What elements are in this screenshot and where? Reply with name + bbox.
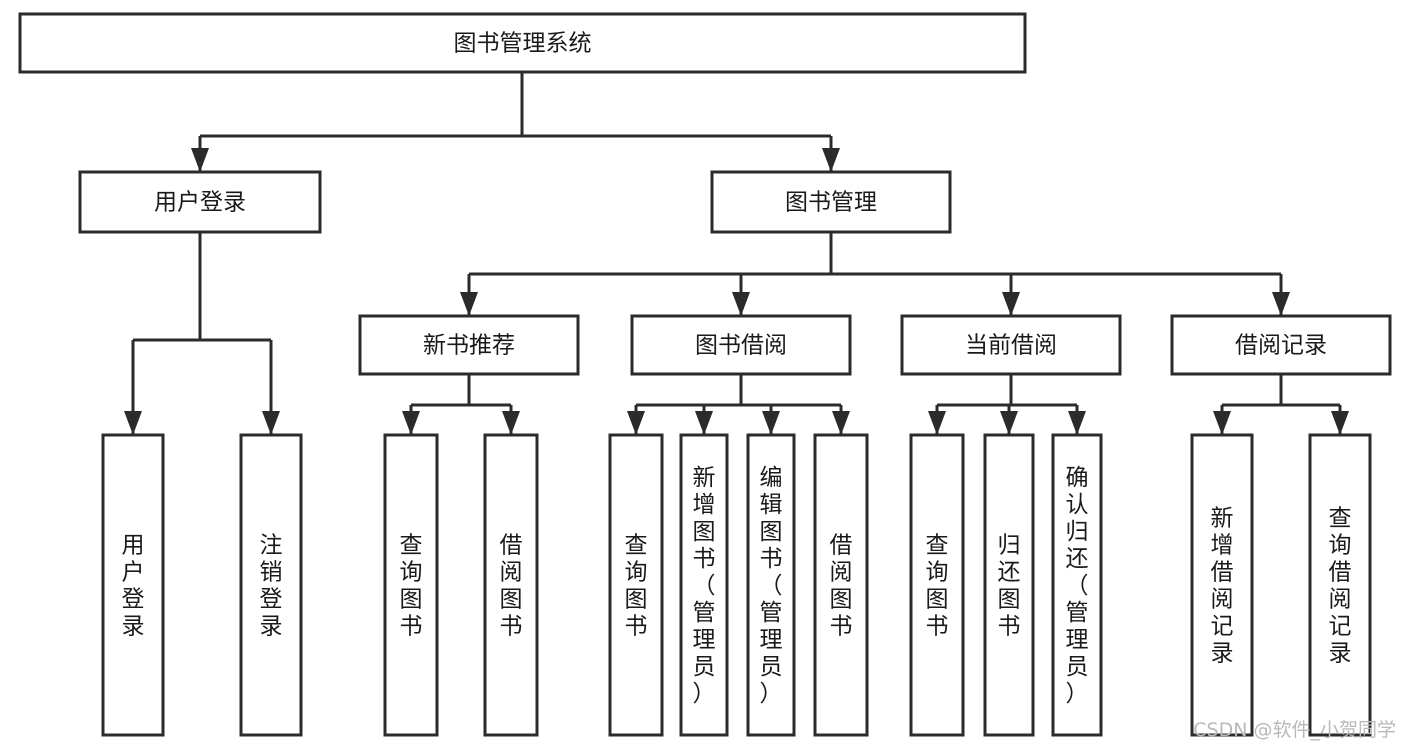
node-box-leaf-confirm-return[interactable]: [1051, 433, 1103, 737]
node-label-leaf-add-book: 新增图书（管理员）: [693, 465, 716, 707]
node-leaf-edit-book[interactable]: 编辑图书（管理员）: [746, 433, 796, 737]
connector-group-new-book-rec: [402, 374, 520, 435]
node-leaf-add-book[interactable]: 新增图书（管理员）: [679, 433, 729, 737]
node-box-root[interactable]: [18, 12, 1027, 74]
connector-group-root: [191, 72, 840, 172]
arrow-head-icon: [191, 148, 209, 172]
arrow-head-icon: [1068, 411, 1086, 435]
arrow-head-icon: [1002, 292, 1020, 316]
node-box-leaf-user-login[interactable]: [101, 433, 165, 737]
node-box-leaf-query-book-borrow[interactable]: [608, 433, 664, 737]
node-leaf-query-book-borrow[interactable]: 查询图书: [608, 433, 664, 737]
node-box-leaf-add-book[interactable]: [679, 433, 729, 737]
node-book-borrow[interactable]: 图书借阅: [630, 314, 852, 376]
node-box-leaf-return-book[interactable]: [983, 433, 1035, 737]
node-box-leaf-add-record[interactable]: [1190, 433, 1254, 737]
node-leaf-query-book-rec[interactable]: 查询图书: [383, 433, 439, 737]
node-root[interactable]: 图书管理系统: [18, 12, 1027, 74]
node-borrow-record[interactable]: 借阅记录: [1170, 314, 1392, 376]
connector-group-book-manage: [460, 232, 1290, 316]
node-box-new-book-rec[interactable]: [358, 314, 580, 376]
node-leaf-add-record[interactable]: 新增借阅记录: [1190, 433, 1254, 737]
csdn-watermark: CSDN @软件_小贺同学: [1193, 719, 1396, 741]
connector-group-book-borrow: [627, 374, 850, 435]
node-label-leaf-query-book-borrow: 查询图书: [625, 533, 648, 640]
arrow-head-icon: [732, 292, 750, 316]
node-label-leaf-query-book-current: 查询图书: [926, 533, 949, 640]
arrow-head-icon: [460, 292, 478, 316]
arrow-head-icon: [1272, 292, 1290, 316]
arrow-head-icon: [1000, 411, 1018, 435]
node-leaf-query-record[interactable]: 查询借阅记录: [1308, 433, 1372, 737]
node-label-leaf-user-logout: 注销登录: [260, 533, 283, 640]
arrow-head-icon: [928, 411, 946, 435]
node-leaf-borrow-book-rec[interactable]: 借阅图书: [483, 433, 539, 737]
node-leaf-borrow-book[interactable]: 借阅图书: [813, 433, 869, 737]
node-box-leaf-edit-book[interactable]: [746, 433, 796, 737]
arrow-head-icon: [627, 411, 645, 435]
node-label-leaf-borrow-book-rec: 借阅图书: [500, 533, 523, 640]
arrow-head-icon: [262, 411, 280, 435]
node-box-book-borrow[interactable]: [630, 314, 852, 376]
arrow-head-icon: [832, 411, 850, 435]
arrow-head-icon: [1331, 411, 1349, 435]
arrow-head-icon: [1213, 411, 1231, 435]
arrow-head-icon: [695, 411, 713, 435]
node-user-login[interactable]: 用户登录: [78, 170, 322, 234]
node-leaf-return-book[interactable]: 归还图书: [983, 433, 1035, 737]
node-label-root: 图书管理系统: [454, 31, 592, 57]
node-new-book-rec[interactable]: 新书推荐: [358, 314, 580, 376]
connector-group-user-login: [124, 232, 280, 435]
node-label-leaf-confirm-return: 确认归还（管理员）: [1066, 465, 1089, 707]
node-label-leaf-edit-book: 编辑图书（管理员）: [760, 465, 783, 707]
arrow-head-icon: [124, 411, 142, 435]
node-label-leaf-add-record: 新增借阅记录: [1211, 506, 1234, 667]
node-label-user-login: 用户登录: [154, 190, 246, 216]
arrow-head-icon: [502, 411, 520, 435]
node-current-borrow[interactable]: 当前借阅: [900, 314, 1122, 376]
node-box-leaf-query-record[interactable]: [1308, 433, 1372, 737]
node-leaf-confirm-return[interactable]: 确认归还（管理员）: [1051, 433, 1103, 737]
node-box-book-manage[interactable]: [710, 170, 952, 234]
node-leaf-query-book-current[interactable]: 查询图书: [909, 433, 965, 737]
node-label-leaf-user-login: 用户登录: [122, 533, 145, 640]
node-box-current-borrow[interactable]: [900, 314, 1122, 376]
node-box-leaf-query-book-rec[interactable]: [383, 433, 439, 737]
node-book-manage[interactable]: 图书管理: [710, 170, 952, 234]
connector-group-borrow-record: [1213, 374, 1349, 435]
node-label-leaf-borrow-book: 借阅图书: [830, 533, 853, 640]
node-layer: 图书管理系统用户登录图书管理新书推荐图书借阅当前借阅借阅记录用户登录注销登录查询…: [18, 12, 1392, 737]
connector-layer: [124, 72, 1349, 435]
node-box-user-login[interactable]: [78, 170, 322, 234]
node-box-leaf-user-logout[interactable]: [239, 433, 303, 737]
node-leaf-user-logout[interactable]: 注销登录: [239, 433, 303, 737]
arrow-head-icon: [822, 148, 840, 172]
node-label-book-manage: 图书管理: [785, 190, 877, 216]
node-box-leaf-borrow-book-rec[interactable]: [483, 433, 539, 737]
node-label-leaf-query-book-rec: 查询图书: [400, 533, 423, 640]
node-label-leaf-return-book: 归还图书: [998, 533, 1021, 640]
node-label-current-borrow: 当前借阅: [965, 333, 1057, 359]
node-box-leaf-query-book-current[interactable]: [909, 433, 965, 737]
node-label-leaf-query-record: 查询借阅记录: [1329, 506, 1352, 667]
arrow-head-icon: [402, 411, 420, 435]
node-leaf-user-login[interactable]: 用户登录: [101, 433, 165, 737]
node-box-borrow-record[interactable]: [1170, 314, 1392, 376]
node-label-borrow-record: 借阅记录: [1235, 333, 1327, 359]
node-box-leaf-borrow-book[interactable]: [813, 433, 869, 737]
arrow-head-icon: [762, 411, 780, 435]
node-label-new-book-rec: 新书推荐: [423, 333, 515, 359]
node-label-book-borrow: 图书借阅: [695, 333, 787, 359]
connector-group-current-borrow: [928, 374, 1086, 435]
